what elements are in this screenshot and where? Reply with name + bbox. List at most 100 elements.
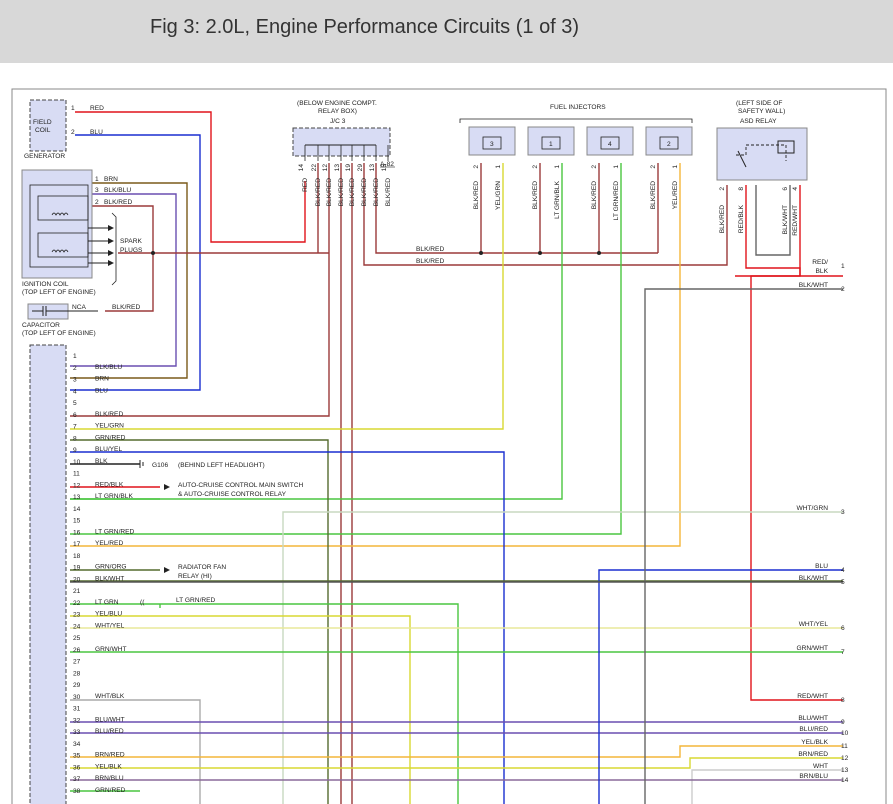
pcm-pin-number: 36 [73,764,81,771]
pcm-pin-number: 14 [73,506,81,513]
pcm-pin-number: 16 [73,529,81,536]
wire-red-gen [75,111,306,243]
asd-relay-wire-label: RED/WHT [792,205,799,236]
svg-text:2: 2 [95,199,99,206]
right-connector-wire-label: WHT/YEL [799,621,829,628]
svg-text:CAPACITOR: CAPACITOR [22,322,60,329]
fuel-injector-wire-label: BLK/RED [591,181,598,209]
spark-plugs: SPARK PLUGS [111,212,143,286]
pcm-pin-number: 22 [73,600,81,607]
right-connector-wire-label: BLU [815,563,828,570]
ignition-coil-location: (TOP LEFT OF ENGINE) [22,289,96,296]
asd-relay-pin: 4 [792,187,799,191]
svg-text:LT GRN/RED: LT GRN/RED [176,597,216,604]
wire-ltgrnblk [70,163,563,500]
pcm-wire-label: BLK/BLU [95,364,122,371]
asd-relay-wire-label: RED/BLK [738,204,745,233]
pcm-pin-number: 18 [73,553,81,560]
pcm-pin-number: 37 [73,776,81,783]
pcm-pin-number: 6 [73,412,77,419]
fuel-injector-wire-label: BLK/RED [650,181,657,209]
pcm-wire-label: BLK/WHT [95,575,124,582]
wiring-diagram: FIELD COIL GENERATOR 1 2 RED BLU IGNITIO… [11,88,887,804]
diagram-frame [11,88,887,804]
pcm-pin-number: 30 [73,694,81,701]
wire-yelgrn [70,163,504,430]
pcm-pin-number: 4 [73,388,77,395]
jc3-pin-number: 19 [345,164,352,172]
right-connector-wire-label: BLU/RED [799,726,828,733]
svg-text:BLK/BLU: BLK/BLU [104,187,131,194]
pcm-wire-label: WHT/BLK [95,693,125,700]
svg-text:(TOP LEFT OF ENGINE): (TOP LEFT OF ENGINE) [22,330,96,337]
svg-text:(BEHIND LEFT HEADLIGHT): (BEHIND LEFT HEADLIGHT) [178,462,265,469]
pcm-pin-number: 7 [73,424,77,431]
pcm-pin-number: 21 [73,588,81,595]
pcm-wire-label: YEL/BLK [95,763,122,770]
ignition-coil-block: IGNITION COIL (TOP LEFT OF ENGINE) 1 3 2… [21,169,132,296]
wire-label-blu-gen: BLU [90,129,103,136]
right-connector-wire-label: RED/ [812,259,828,266]
jc3-pin-number: 29 [357,164,364,172]
fuel-injector-wire-label: LT GRN/BLK [554,180,561,218]
pcm-wire-label: WHT/YEL [95,622,125,629]
jc3-wire-label: RED [302,178,309,192]
pcm-pin-number: 2 [73,365,77,372]
fuel-injector-number: 1 [549,141,553,148]
asd-relay-wire-label: BLK/WHT [782,205,789,234]
right-connector-wire-label: BLK/WHT [799,282,828,289]
pcm-wire-label: YEL/GRN [95,423,124,430]
pcm-wire-label: BLU [95,387,108,394]
pcm-annotations: G106 (BEHIND LEFT HEADLIGHT) AUTO-CRUISE… [139,460,304,606]
pcm-wire-label: BRN/BLU [95,775,124,782]
fuel-injector-body [645,126,693,156]
fuel-injector-pin: 1 [554,165,561,169]
svg-text:SAFETY WALL): SAFETY WALL) [738,108,785,115]
fuel-injector-pin: 2 [591,165,598,169]
figure-title: Fig 3: 2.0L, Engine Performance Circuits… [150,16,580,38]
jc3-pin-number: 14 [298,164,305,172]
pcm-pin-number: 20 [73,576,81,583]
bus-label-2: BLK/RED [416,258,444,265]
jc3-wire-label: BLK/RED [361,178,368,206]
capacitor-block: NCA BLK/RED CAPACITOR (TOP LEFT OF ENGIN… [22,303,140,337]
pcm-pin-number: 19 [73,565,81,572]
pcm-pin-number: 8 [73,435,77,442]
pcm-pin-number: 13 [73,494,81,501]
svg-text:RELAY (HI): RELAY (HI) [178,573,212,580]
asd-relay-pin: 6 [782,187,789,191]
svg-text:1: 1 [71,105,75,112]
right-connector-wire-label: BRN/BLU [799,773,828,780]
svg-text:RADIATOR FAN: RADIATOR FAN [178,564,226,571]
wires [70,111,843,804]
svg-text:G106: G106 [152,462,168,469]
wire-blkwht-asd [755,185,791,256]
jc3-wire-label: BLK/RED [373,178,380,206]
fuel-injector-coil [600,136,620,150]
pcm-wire-label: YEL/BLU [95,611,122,618]
pcm-wire-label: LT GRN/BLK [95,493,133,500]
jc3-pin-number: 13 [369,164,376,172]
pcm-wire-label: YEL/RED [95,540,123,547]
fuel-injector-pin: 2 [473,165,480,169]
right-connector-number: 13 [841,767,849,774]
svg-text:3: 3 [95,187,99,194]
pcm-wire-label: BLU/RED [95,728,124,735]
pcm-pin-number: 29 [73,682,81,689]
svg-text:J/C 3: J/C 3 [330,118,346,125]
pcm-pin-number: 9 [73,447,77,454]
jc3-pin-number: 22 [311,164,318,172]
jc3-wire-label: BLK/RED [385,178,392,206]
asd-relay-block: (LEFT SIDE OF SAFETY WALL) ASD RELAY [716,100,808,181]
svg-text:RELAY BOX): RELAY BOX) [318,108,357,115]
right-connector-wire-label: BLK/WHT [799,575,828,582]
svg-text:PLUGS: PLUGS [120,247,143,254]
svg-text:(LEFT SIDE OF: (LEFT SIDE OF [736,100,782,107]
svg-text:BLK/RED: BLK/RED [104,199,132,206]
right-connector-wire-label: BRN/RED [798,751,828,758]
fuel-injector-coil [659,136,679,150]
pcm-pin-number: 31 [73,706,81,713]
wire-brn-coil [70,182,188,379]
jc3-wire-label: BLK/RED [338,178,345,206]
pcm-wire-label: BLK [95,458,108,465]
